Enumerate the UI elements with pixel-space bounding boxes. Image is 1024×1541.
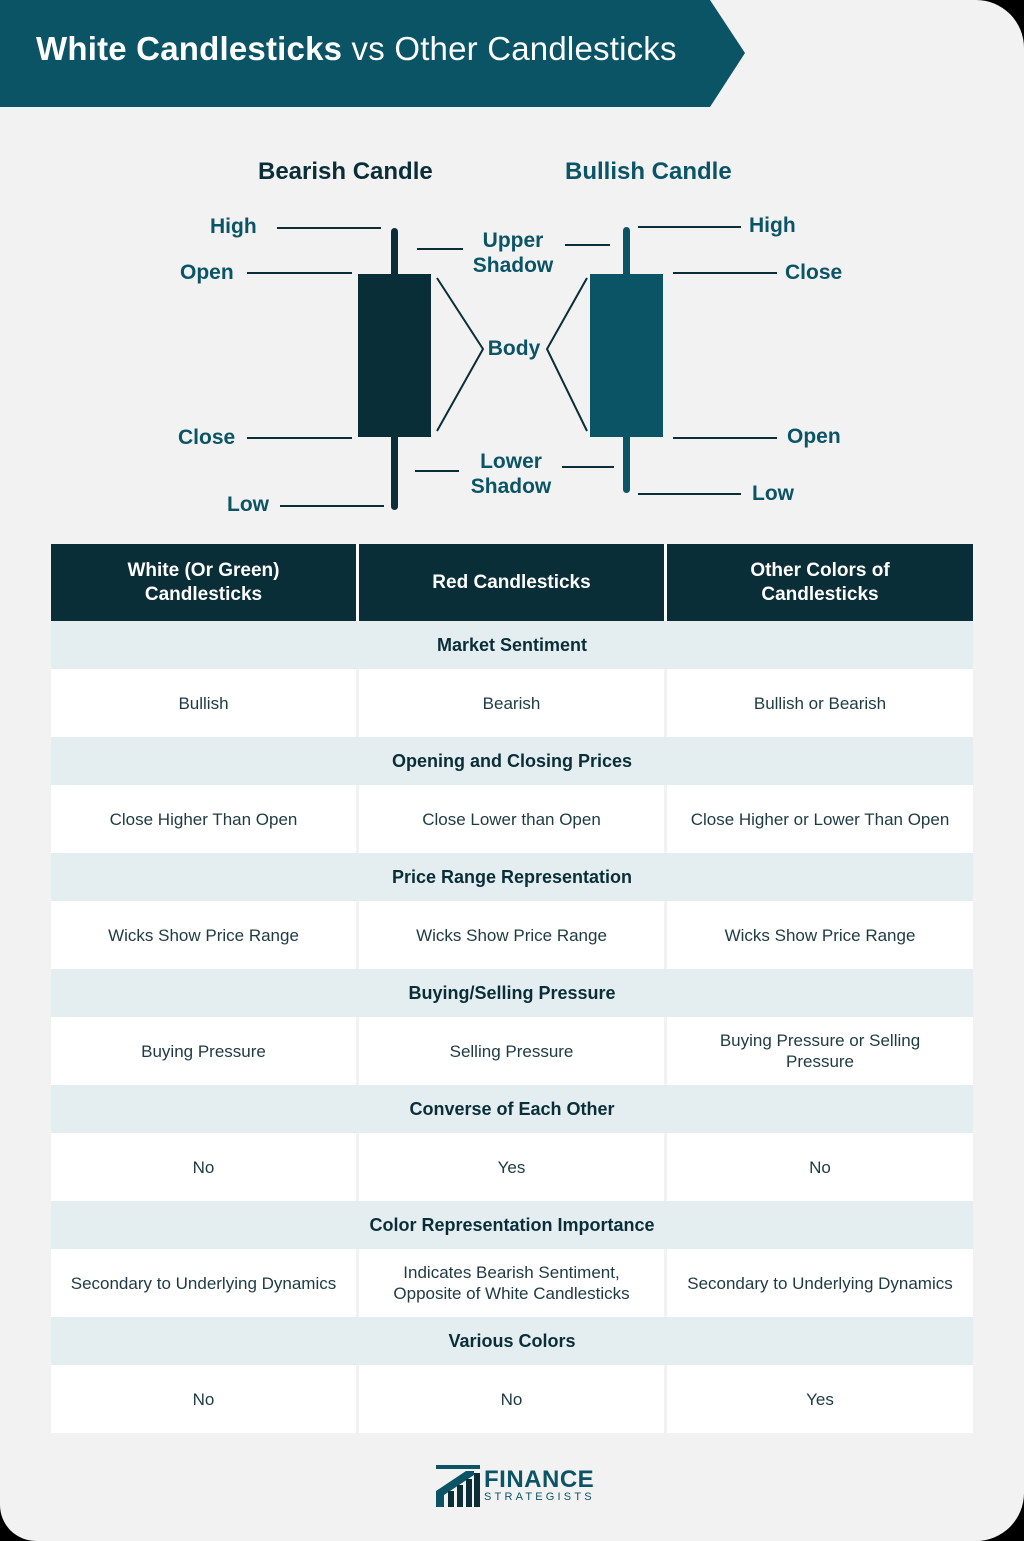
- title-banner: White Candlesticks vs Other Candlesticks: [0, 0, 745, 107]
- table-row: Secondary to Underlying Dynamics Indicat…: [51, 1249, 973, 1317]
- page-title: White Candlesticks vs Other Candlesticks: [36, 30, 677, 68]
- page-title-rest: vs Other Candlesticks: [342, 30, 677, 67]
- candlestick-diagram: Bearish Candle Bullish Candle High Open …: [0, 120, 1024, 530]
- bearish-candle-title: Bearish Candle: [258, 158, 433, 185]
- section-buying-selling-pressure: Buying/Selling Pressure: [51, 969, 973, 1017]
- table-cell: Selling Pressure: [359, 1017, 664, 1085]
- table-cell: No: [667, 1133, 973, 1201]
- table-cell: Yes: [359, 1133, 664, 1201]
- page-title-bold: White Candlesticks: [36, 30, 343, 67]
- comparison-table: White (Or Green) Candlesticks Red Candle…: [51, 544, 973, 1433]
- bullish-low-label: Low: [752, 482, 794, 505]
- bar-chart-logo-icon: [436, 1465, 480, 1507]
- table-cell: Bullish or Bearish: [667, 669, 973, 737]
- table-row: Bullish Bearish Bullish or Bearish: [51, 669, 973, 737]
- table-row: No No Yes: [51, 1365, 973, 1433]
- candlestick-diagram-graphic: [247, 226, 777, 510]
- table-cell: Wicks Show Price Range: [359, 901, 664, 969]
- table-cell: Wicks Show Price Range: [667, 901, 973, 969]
- bearish-close-label: Close: [178, 426, 236, 449]
- bullish-open-label: Open: [787, 425, 841, 448]
- bearish-open-label: Open: [180, 261, 234, 284]
- header-other-candlesticks: Other Colors of Candlesticks: [667, 544, 973, 621]
- table-row: Buying Pressure Selling Pressure Buying …: [51, 1017, 973, 1085]
- table-cell: Close Higher Than Open: [51, 785, 356, 853]
- bullish-close-label: Close: [785, 261, 843, 284]
- lower-shadow-label: Lower Shadow: [470, 450, 552, 498]
- upper-shadow-label: Upper Shadow: [472, 229, 554, 277]
- table-cell: Buying Pressure: [51, 1017, 356, 1085]
- table-cell: Secondary to Underlying Dynamics: [667, 1249, 973, 1317]
- table-cell: Yes: [667, 1365, 973, 1433]
- body-label: Body: [487, 337, 541, 360]
- table-cell: No: [359, 1365, 664, 1433]
- section-opening-closing-prices: Opening and Closing Prices: [51, 737, 973, 785]
- table-cell: Buying Pressure or Selling Pressure: [667, 1017, 973, 1085]
- section-market-sentiment: Market Sentiment: [51, 621, 973, 669]
- left-leader-lines: [247, 227, 384, 507]
- bullish-candle-title: Bullish Candle: [565, 158, 732, 185]
- right-leader-lines: [638, 226, 777, 495]
- table-cell: Close Higher or Lower Than Open: [667, 785, 973, 853]
- finance-strategists-logo: FINANCE STRATEGISTS: [436, 1464, 596, 1508]
- section-various-colors: Various Colors: [51, 1317, 973, 1365]
- middle-leader-lines: [415, 244, 614, 472]
- logo-text-finance: FINANCE: [484, 1466, 595, 1493]
- table-row: Wicks Show Price Range Wicks Show Price …: [51, 901, 973, 969]
- table-cell: Close Lower than Open: [359, 785, 664, 853]
- table-cell: Indicates Bearish Sentiment, Opposite of…: [359, 1249, 664, 1317]
- table-row: No Yes No: [51, 1133, 973, 1201]
- table-header-row: White (Or Green) Candlesticks Red Candle…: [51, 544, 973, 621]
- table-cell: Bullish: [51, 669, 356, 737]
- bullish-body: [590, 274, 663, 437]
- table-cell: No: [51, 1133, 356, 1201]
- section-converse: Converse of Each Other: [51, 1085, 973, 1133]
- logo-text-strategists: STRATEGISTS: [484, 1491, 595, 1503]
- section-color-importance: Color Representation Importance: [51, 1201, 973, 1249]
- bearish-high-label: High: [210, 215, 257, 238]
- bearish-low-label: Low: [227, 493, 269, 516]
- table-cell: Secondary to Underlying Dynamics: [51, 1249, 356, 1317]
- table-cell: Wicks Show Price Range: [51, 901, 356, 969]
- header-red-candlesticks: Red Candlesticks: [359, 544, 664, 621]
- bullish-high-label: High: [749, 214, 796, 237]
- table-row: Close Higher Than Open Close Lower than …: [51, 785, 973, 853]
- table-cell: Bearish: [359, 669, 664, 737]
- table-cell: No: [51, 1365, 356, 1433]
- bearish-body: [358, 274, 431, 437]
- section-price-range: Price Range Representation: [51, 853, 973, 901]
- header-white-candlesticks: White (Or Green) Candlesticks: [51, 544, 356, 621]
